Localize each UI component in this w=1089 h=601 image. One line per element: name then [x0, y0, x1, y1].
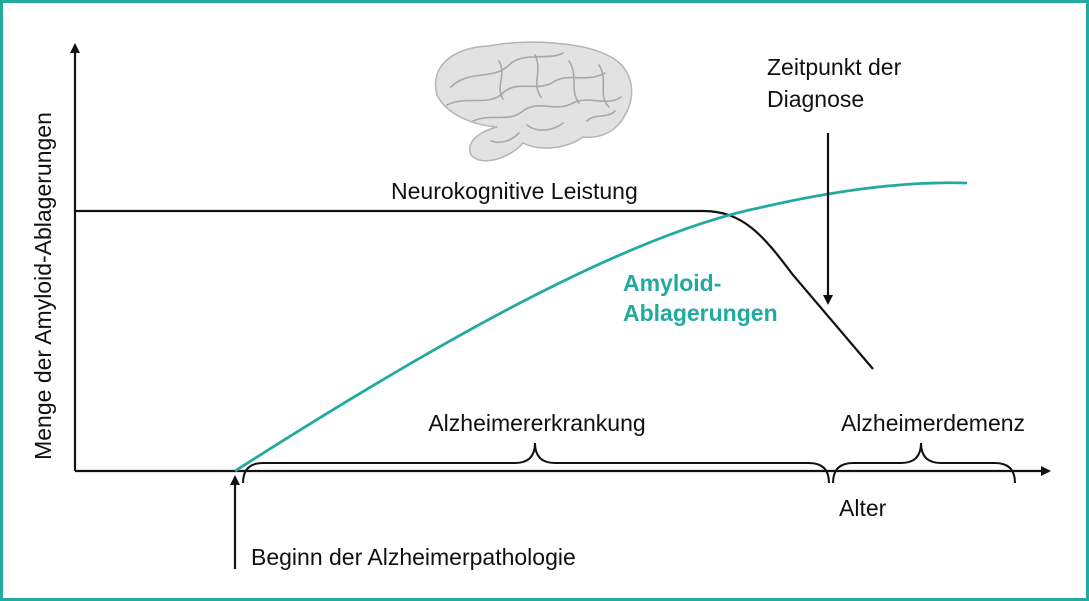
x-axis-label: Alter: [839, 495, 887, 521]
cognition-curve: [75, 209, 874, 370]
y-axis-label: Menge der Amyloid-Ablagerungen: [30, 112, 56, 460]
amyloid-label-line1: Amyloid-: [623, 270, 721, 296]
amyloid-curve: [234, 181, 968, 473]
onset-label: Beginn der Alzheimerpathologie: [251, 544, 576, 570]
diagnosis-label-line1: Zeitpunkt der: [767, 54, 902, 80]
brain-icon: [434, 41, 633, 162]
dementia-phase-label: Alzheimerdemenz: [841, 410, 1025, 436]
disease-phase-label: Alzheimererkrankung: [428, 410, 645, 436]
diagnosis-label-line2: Diagnose: [767, 86, 864, 112]
alzheimer-progression-diagram: Menge der Amyloid-Ablagerungen Alter Neu…: [30, 41, 1051, 570]
cognition-label: Neurokognitive Leistung: [391, 178, 638, 204]
amyloid-label-line2: Ablagerungen: [623, 300, 778, 326]
disease-phase-brace: [242, 442, 830, 484]
dementia-phase-brace: [832, 442, 1016, 484]
